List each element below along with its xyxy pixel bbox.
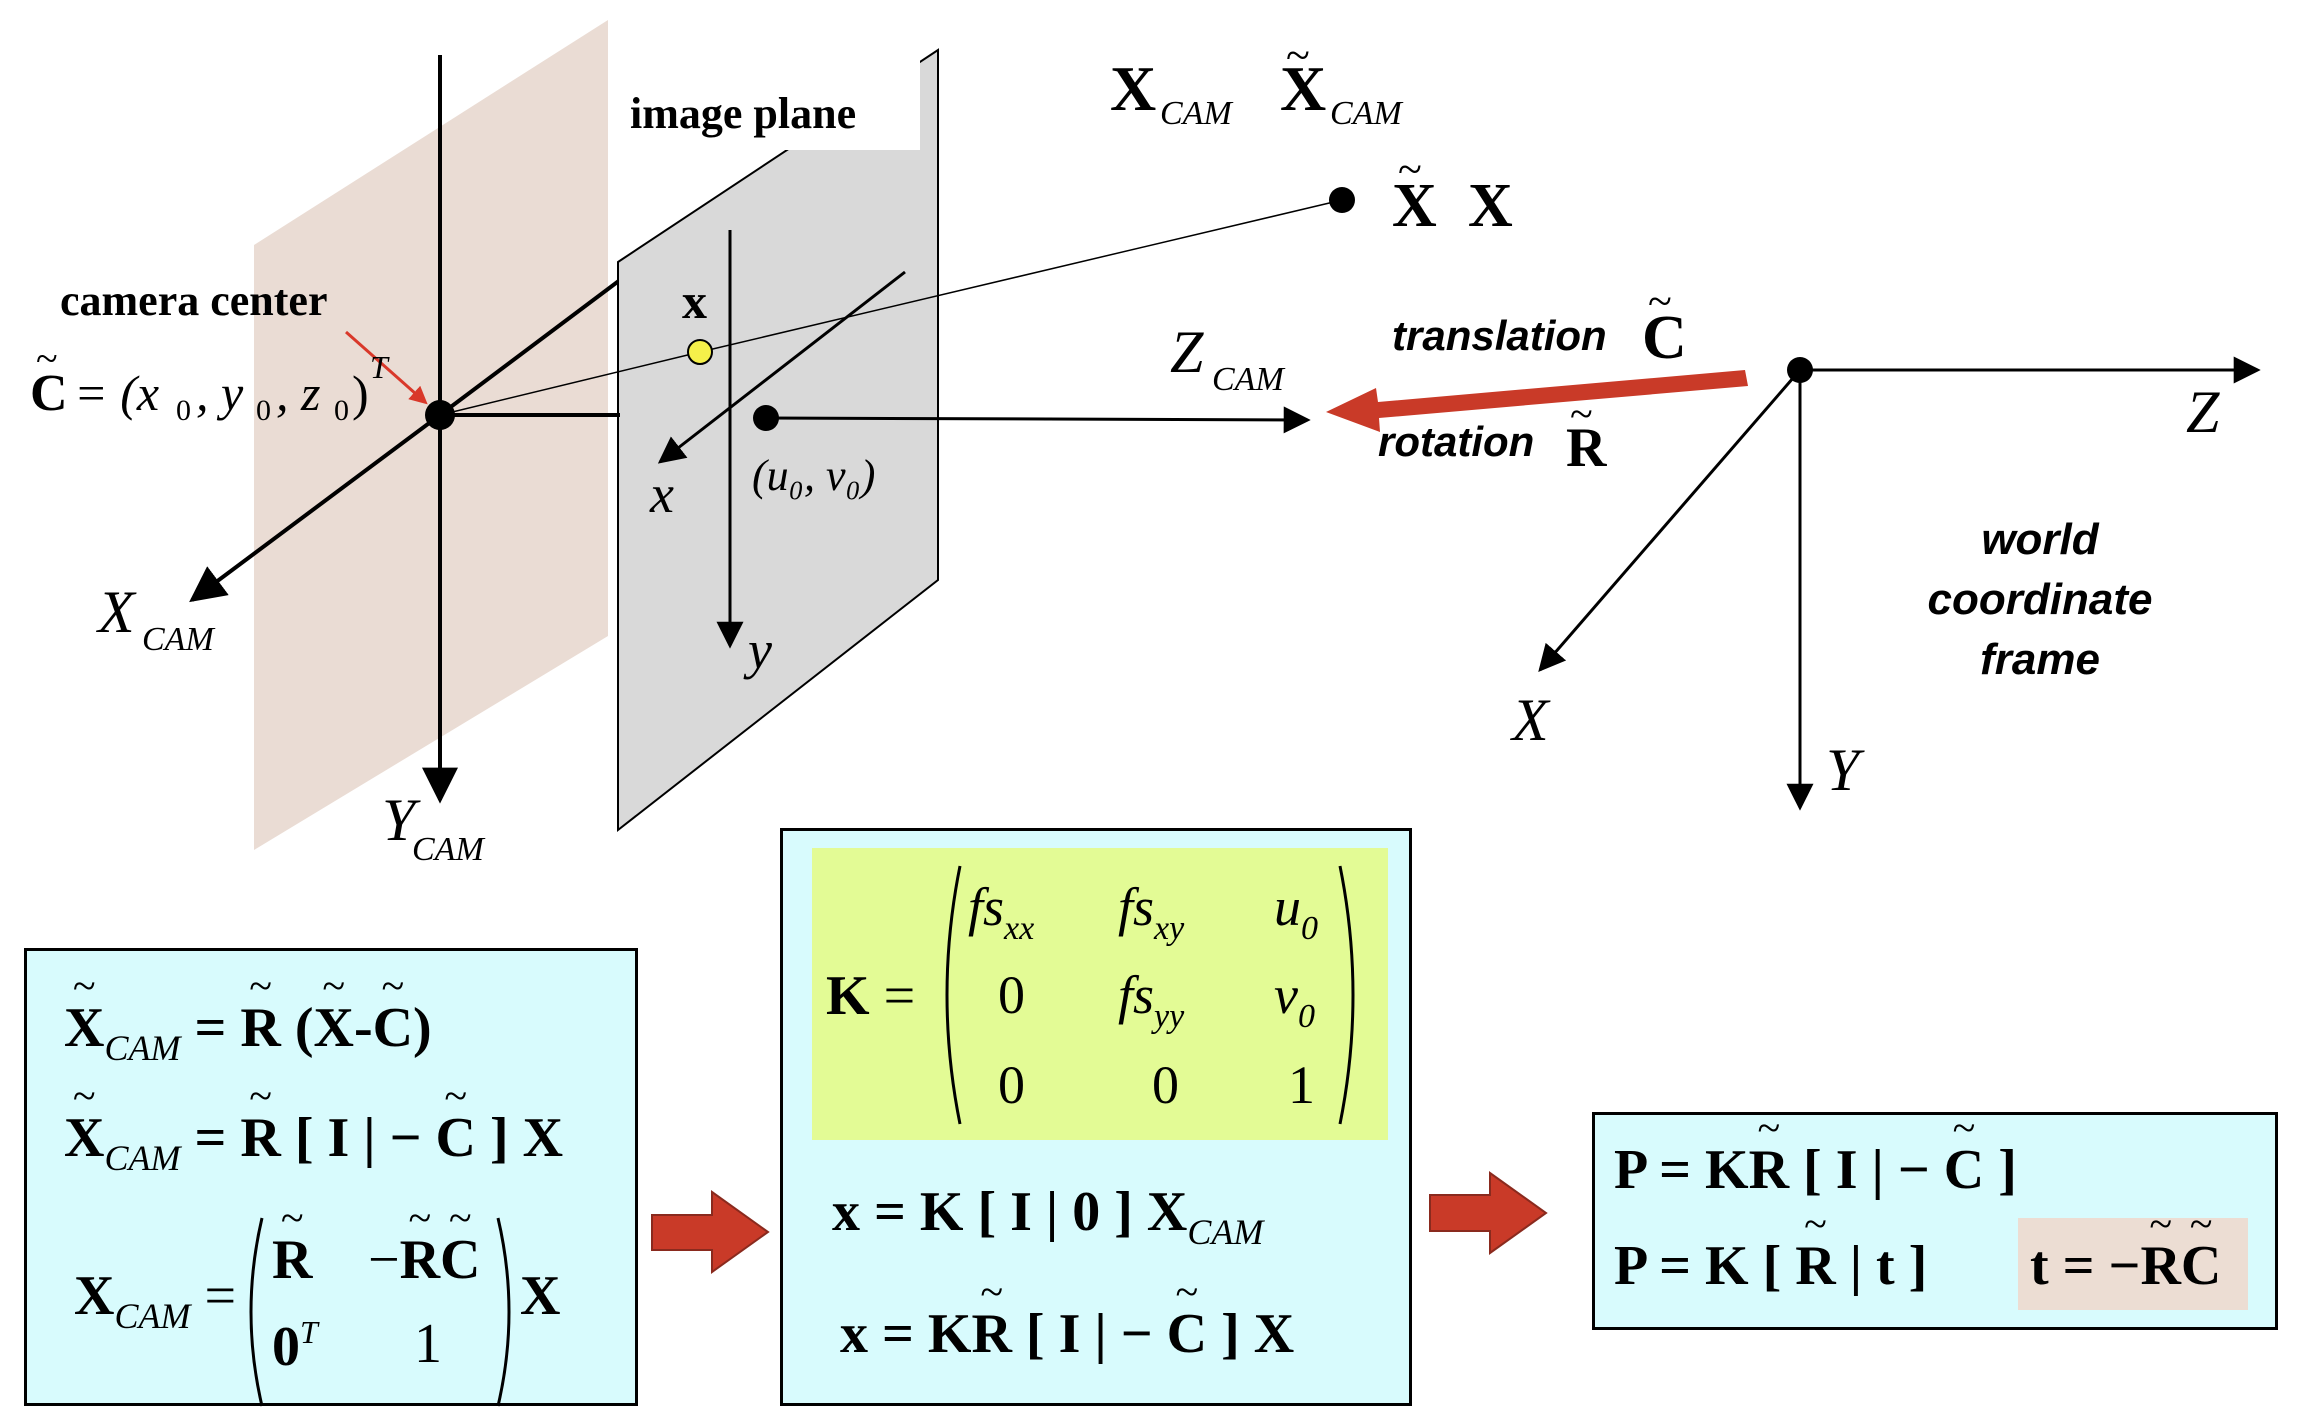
k-22: fsyy: [1118, 965, 1185, 1035]
svg-text:~: ~: [1648, 277, 1672, 326]
xcam-axis-ext: [438, 278, 622, 417]
box3-eq1: P = KR [ I | − C ]: [1614, 1108, 2017, 1198]
world-y-label: Y: [1826, 737, 1865, 803]
image-x-axis: [657, 270, 906, 464]
box3-t-eq: t = −RC: [2030, 1204, 2222, 1294]
ray-to-image-point: [439, 351, 701, 416]
world-frame-label: world coordinate frame: [1928, 515, 2153, 684]
camera-center-label: camera center: [60, 276, 327, 325]
rotation-symbol: R ~: [1566, 392, 1607, 479]
box1-eq1: XCAM = R (X-C): [64, 966, 432, 1066]
zcam-label: Z CAM: [1170, 319, 1285, 398]
camera-center-point: [425, 400, 455, 430]
world-point-labels: X ~ X: [1392, 145, 1513, 240]
world-x-label: X: [1510, 687, 1551, 753]
svg-text:X: X: [1110, 53, 1156, 124]
k-matrix-highlight: [812, 848, 1388, 1140]
svg-text:CAM: CAM: [412, 831, 485, 868]
transform-arrow: [1326, 370, 1748, 432]
k-31: 0: [998, 1055, 1025, 1115]
arrow-box1-to-box2: [651, 1190, 770, 1274]
svg-text:~: ~: [1398, 145, 1422, 194]
k-13: u0: [1274, 877, 1318, 947]
k-11: fsxx: [968, 877, 1035, 947]
box1-eq2: XCAM = R [ I | − C ] X: [64, 1076, 563, 1176]
svg-text:C: C: [1642, 304, 1687, 372]
svg-text:CAM: CAM: [1330, 95, 1403, 132]
box1-matrix-parens: [249, 1217, 511, 1407]
svg-text:X: X: [1392, 172, 1437, 240]
svg-text:0: 0: [256, 394, 271, 427]
rotation-label: rotation: [1378, 418, 1534, 465]
k-21: 0: [998, 965, 1025, 1025]
translation-label: translation: [1392, 312, 1607, 359]
image-plane: [617, 48, 939, 833]
image-plane-label-bg: [608, 60, 920, 150]
svg-text:~: ~: [36, 336, 58, 381]
world-point: [1329, 187, 1355, 213]
svg-text:X: X: [96, 579, 137, 645]
svg-text:X: X: [1280, 53, 1326, 124]
top-xcam-labels: X CAM X ~ CAM: [1110, 31, 1403, 132]
svg-text:~: ~: [1570, 392, 1593, 438]
svg-text:Y: Y: [382, 787, 421, 853]
image-y-label: y: [743, 620, 772, 680]
box1-eq3-lhs: XCAM =: [74, 1265, 237, 1336]
box1-mat-1: 1: [414, 1313, 442, 1375]
principal-point: [753, 405, 779, 431]
world-origin: [1787, 357, 1813, 383]
svg-text:X: X: [1468, 172, 1513, 240]
k-23: v0: [1274, 965, 1315, 1035]
image-plane-label: image plane: [630, 89, 856, 138]
xcam-axis: [189, 413, 442, 603]
svg-text:frame: frame: [1980, 635, 2100, 684]
svg-text:coordinate: coordinate: [1928, 575, 2153, 624]
k-matrix-parens: [945, 865, 1355, 1125]
principal-point-label: (u₀, v₀): [752, 451, 875, 500]
svg-text:): ): [352, 365, 369, 421]
svg-text:~: ~: [1286, 31, 1310, 80]
svg-text:Z: Z: [1170, 319, 1204, 385]
zcam-axis: [765, 406, 1311, 434]
camera-center-eq: C ~ = (x 0 , y 0 , z 0 ) T: [30, 336, 390, 427]
svg-text:CAM: CAM: [1160, 95, 1233, 132]
xcam-label: X CAM: [96, 579, 215, 658]
camera-center-pointer: [345, 330, 428, 405]
k-33: 1: [1288, 1055, 1315, 1115]
box1-mat-r: R: [272, 1198, 313, 1288]
box3-eq2: P = K [ R | t ]: [1614, 1204, 1927, 1294]
translation-symbol: C ~: [1642, 277, 1687, 372]
svg-text:CAM: CAM: [142, 621, 215, 658]
box2-eq1: x = K [ I | 0 ] XCAM: [832, 1181, 1264, 1252]
ray-to-world-point: [699, 199, 1343, 353]
k-32: 0: [1152, 1055, 1179, 1115]
box1-eq3-tail: X: [520, 1265, 561, 1327]
svg-text:0: 0: [176, 394, 191, 427]
svg-text:CAM: CAM: [1212, 361, 1285, 398]
ycam-label: Y CAM: [382, 787, 485, 868]
svg-text:, y: , y: [196, 365, 244, 421]
box1-mat-rc: −RC: [368, 1198, 481, 1288]
svg-text:C: C: [30, 365, 68, 422]
svg-text:, z: , z: [276, 365, 320, 421]
svg-text:T: T: [370, 349, 390, 385]
arrow-box2-to-box3: [1429, 1171, 1548, 1255]
svg-text:0: 0: [334, 394, 349, 427]
camera-plane: [254, 20, 608, 850]
world-x-axis: [1538, 369, 1802, 673]
image-point-label: x: [682, 273, 707, 329]
box1-mat-0t: 0T: [272, 1314, 318, 1378]
k-lhs: K =: [826, 965, 916, 1027]
image-x-label: x: [649, 464, 674, 524]
image-point: [687, 339, 713, 365]
k-12: fsxy: [1118, 877, 1185, 947]
box2-eq2: x = KR [ I | − C ] X: [840, 1272, 1294, 1362]
svg-text:world: world: [1981, 515, 2099, 564]
svg-text:R: R: [1566, 417, 1607, 479]
svg-text:= (x: = (x: [74, 365, 159, 421]
world-z-label: Z: [2186, 379, 2220, 445]
